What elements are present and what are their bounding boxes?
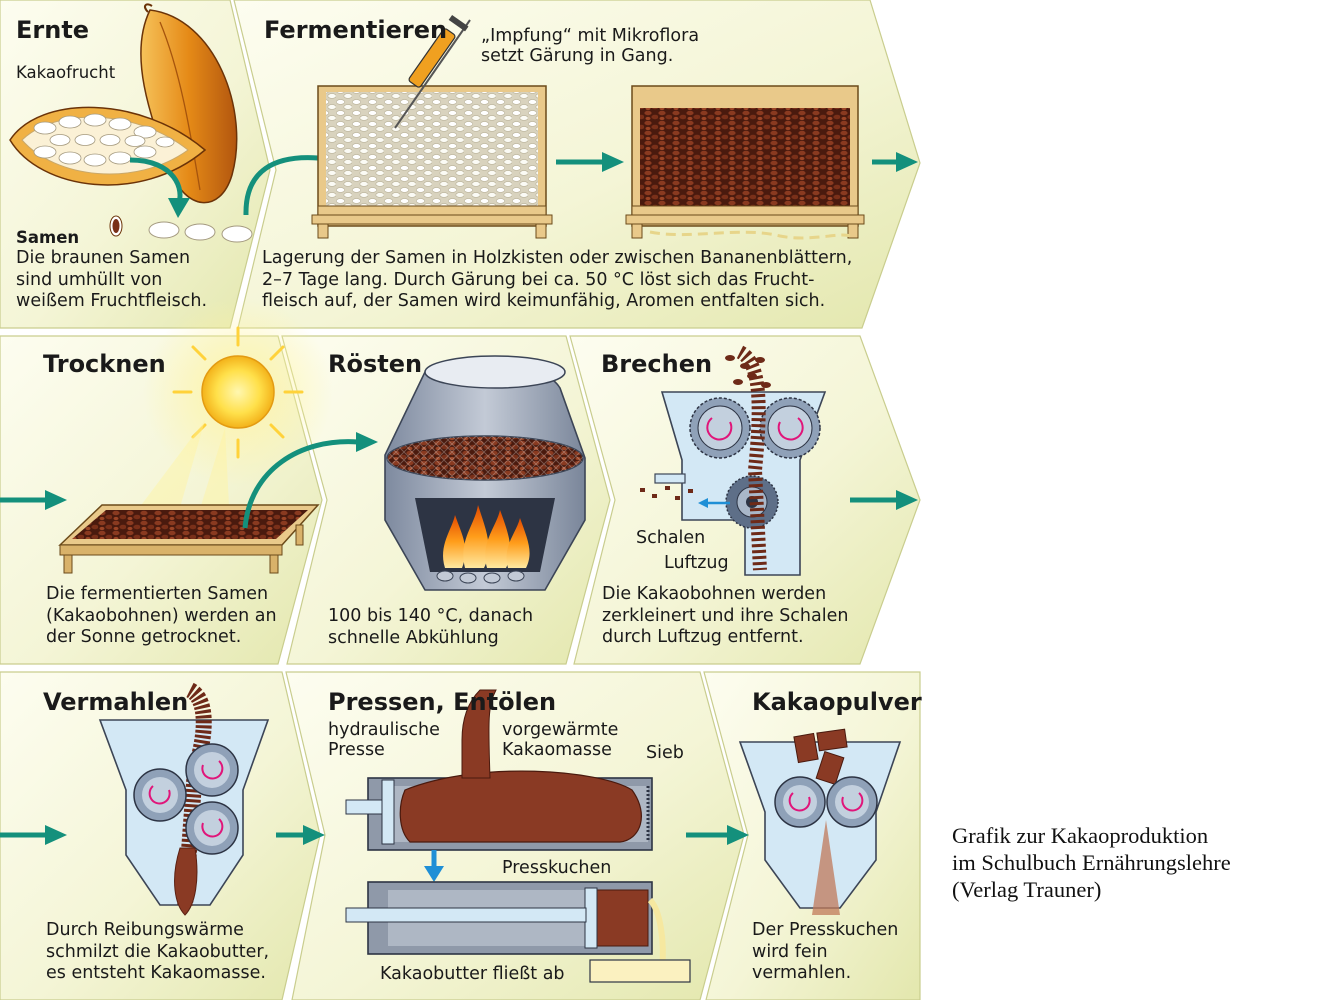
breaking-roller-left-icon bbox=[689, 397, 751, 459]
arrow-fermentation-out bbox=[872, 152, 918, 172]
arrow-into-grinding bbox=[0, 825, 67, 845]
grinder-illustration bbox=[98, 682, 270, 916]
label-vorgewaermte-kakaomasse: vorgewärmte Kakaomasse bbox=[502, 720, 619, 760]
title-fermentieren: Fermentieren bbox=[264, 16, 448, 44]
title-roesten: Rösten bbox=[328, 350, 423, 378]
press-upper-illustration bbox=[345, 689, 653, 851]
text-vermahlen: Durch Reibungswärme schmilzt die Kakaobu… bbox=[46, 920, 270, 983]
label-kakaofrucht: Kakaofrucht bbox=[16, 63, 116, 82]
arrow-press-down bbox=[424, 850, 444, 882]
seed-samples bbox=[109, 215, 253, 243]
title-brechen: Brechen bbox=[601, 350, 713, 378]
powder-mill-illustration bbox=[738, 728, 902, 915]
roaster-illustration bbox=[384, 355, 586, 591]
label-luftzug: Luftzug bbox=[664, 553, 729, 573]
arrow-seed-out-head bbox=[168, 198, 190, 218]
label-schalen: Schalen bbox=[636, 528, 706, 548]
image-credit: Grafik zur Kakaoproduktion im Schulbuch … bbox=[952, 823, 1231, 902]
title-vermahlen: Vermahlen bbox=[43, 688, 189, 716]
title-pressen: Pressen, Entölen bbox=[328, 688, 557, 716]
arrow-to-fermentation bbox=[243, 155, 319, 216]
text-roesten: 100 bis 140 °C, danach schnelle Abkühlun… bbox=[328, 606, 534, 648]
label-hydraulische-presse: hydraulische Presse bbox=[328, 720, 440, 760]
cracker-illustration bbox=[640, 345, 827, 576]
crusher-wheel-icon bbox=[725, 475, 779, 529]
label-presskuchen: Presskuchen bbox=[502, 858, 612, 878]
text-fermentieren: Lagerung der Samen in Holzkisten oder zw… bbox=[262, 248, 853, 311]
crate-fermented-beans bbox=[625, 85, 865, 240]
title-kakaopulver: Kakaopulver bbox=[752, 688, 922, 716]
arrow-to-roasting-head bbox=[356, 432, 378, 452]
text-trocknen: Die fermentierten Samen (Kakaobohnen) we… bbox=[46, 584, 277, 647]
title-ernte: Ernte bbox=[16, 16, 90, 44]
breaking-roller-right-icon bbox=[759, 397, 821, 459]
title-trocknen: Trocknen bbox=[43, 350, 166, 378]
text-ernte: Die braunen Samen sind umhüllt von weiße… bbox=[16, 248, 208, 311]
heading-samen: Samen bbox=[16, 228, 80, 247]
text-kakaopulver: Der Presskuchen wird fein vermahlen. bbox=[752, 920, 899, 983]
arrow-into-powder bbox=[686, 825, 749, 845]
arrow-to-roasting bbox=[242, 439, 359, 529]
note-impfung: „Impfung“ mit Mikroflora setzt Gärung in… bbox=[481, 26, 700, 66]
arrow-brechen-out bbox=[850, 490, 918, 510]
arrow-between-crates bbox=[556, 152, 624, 172]
arrow-into-drying bbox=[0, 490, 67, 510]
crate-white-seeds bbox=[311, 85, 553, 239]
grinding-roller-icon bbox=[133, 743, 239, 855]
arrow-grinding-out bbox=[276, 825, 325, 845]
syringe-icon bbox=[394, 14, 471, 129]
sun-icon bbox=[130, 297, 333, 525]
label-kakaobutter: Kakaobutter fließt ab bbox=[380, 964, 565, 984]
text-brechen: Die Kakaobohnen werden zerkleinert und i… bbox=[602, 584, 849, 647]
label-sieb: Sieb bbox=[646, 743, 684, 763]
press-lower-illustration bbox=[345, 881, 691, 983]
